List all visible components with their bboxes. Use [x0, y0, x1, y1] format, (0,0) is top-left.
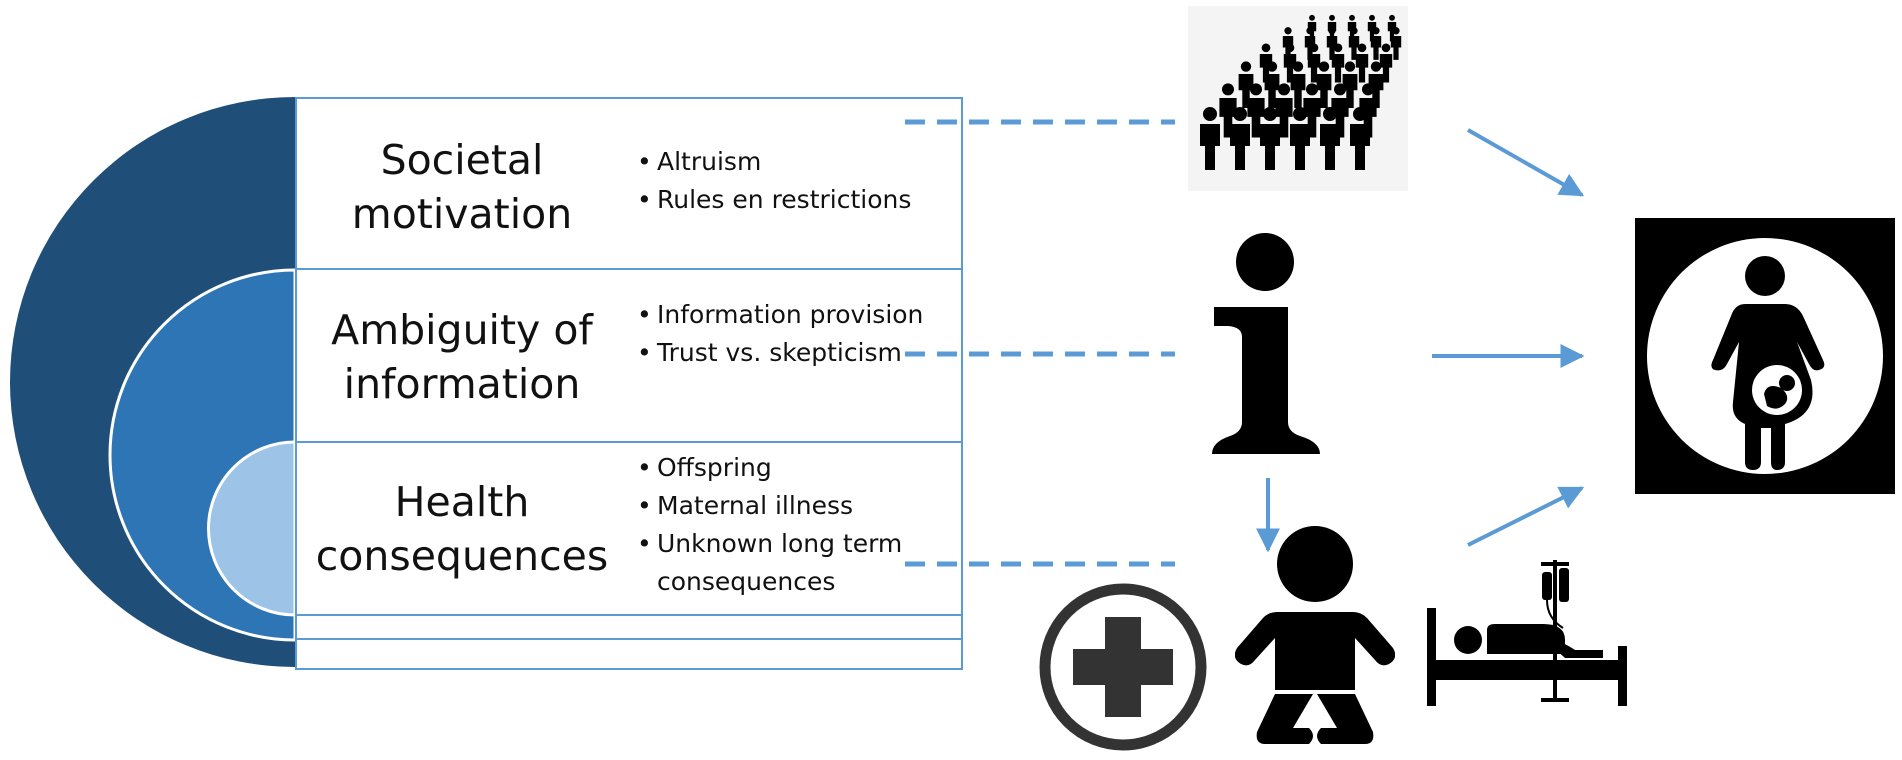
row-title-line-2: motivation: [351, 190, 573, 238]
baby-icon: [1235, 526, 1395, 744]
person-figure: [1259, 43, 1273, 83]
nested-arcs: [10, 97, 297, 667]
person-figure: [1282, 27, 1294, 60]
person-figure: [1387, 14, 1397, 42]
person-figure: [1316, 61, 1332, 109]
bullet-item: Maternal illness: [637, 487, 917, 525]
bullet-item: Offspring: [637, 449, 917, 487]
bullet-list: Information provision Trust vs. skeptici…: [637, 296, 923, 372]
person-figure: [1379, 43, 1393, 83]
bullet-item: Rules en restrictions: [637, 181, 911, 219]
bullet-item: Information provision: [637, 296, 923, 334]
person-figure: [1347, 14, 1357, 42]
person-figure: [1355, 43, 1369, 83]
person-figure: [1307, 14, 1317, 42]
row-health-consequences: Health consequences Offspring Maternal i…: [295, 441, 963, 616]
row-title-line-1: Health: [394, 478, 530, 526]
row-title: Health consequences: [297, 475, 627, 583]
bullet-item: Trust vs. skepticism: [637, 334, 923, 372]
row-title-line-1: Societal: [380, 136, 544, 184]
medical-cross-icon: [1039, 583, 1207, 751]
row-title-line-2: information: [343, 360, 581, 408]
person-figure: [1368, 61, 1384, 109]
person-figure: [1260, 107, 1280, 170]
crowd-icon: [1188, 6, 1408, 191]
empty-row-1: [295, 614, 963, 640]
person-figure: [1200, 107, 1220, 170]
person-figure: [1238, 61, 1254, 109]
arrow-crowd-to-pregnant: [1467, 128, 1585, 197]
row-title: Ambiguity of information: [297, 303, 627, 411]
row-title-line-2: consequences: [315, 532, 609, 580]
row-title: Societal motivation: [297, 133, 627, 241]
arrow-bed-to-pregnant: [1467, 486, 1585, 547]
pregnant-woman-icon: [1635, 218, 1895, 494]
bullet-list: Offspring Maternal illness Unknown long …: [637, 449, 917, 601]
person-figure: [1367, 14, 1377, 42]
bullet-list: Altruism Rules en restrictions: [637, 143, 911, 219]
person-figure: [1327, 14, 1337, 42]
bullet-item: Unknown long term consequences: [637, 525, 917, 601]
row-societal-motivation: Societal motivation Altruism Rules en re…: [295, 97, 963, 270]
information-icon: [1212, 233, 1320, 454]
bullet-item: Altruism: [637, 143, 911, 181]
empty-row-2: [295, 638, 963, 670]
row-title-line-1: Ambiguity of: [331, 306, 593, 354]
inner-arc-health: [207, 440, 297, 617]
hospital-bed-icon: [1427, 560, 1627, 706]
person-figure: [1342, 61, 1358, 109]
